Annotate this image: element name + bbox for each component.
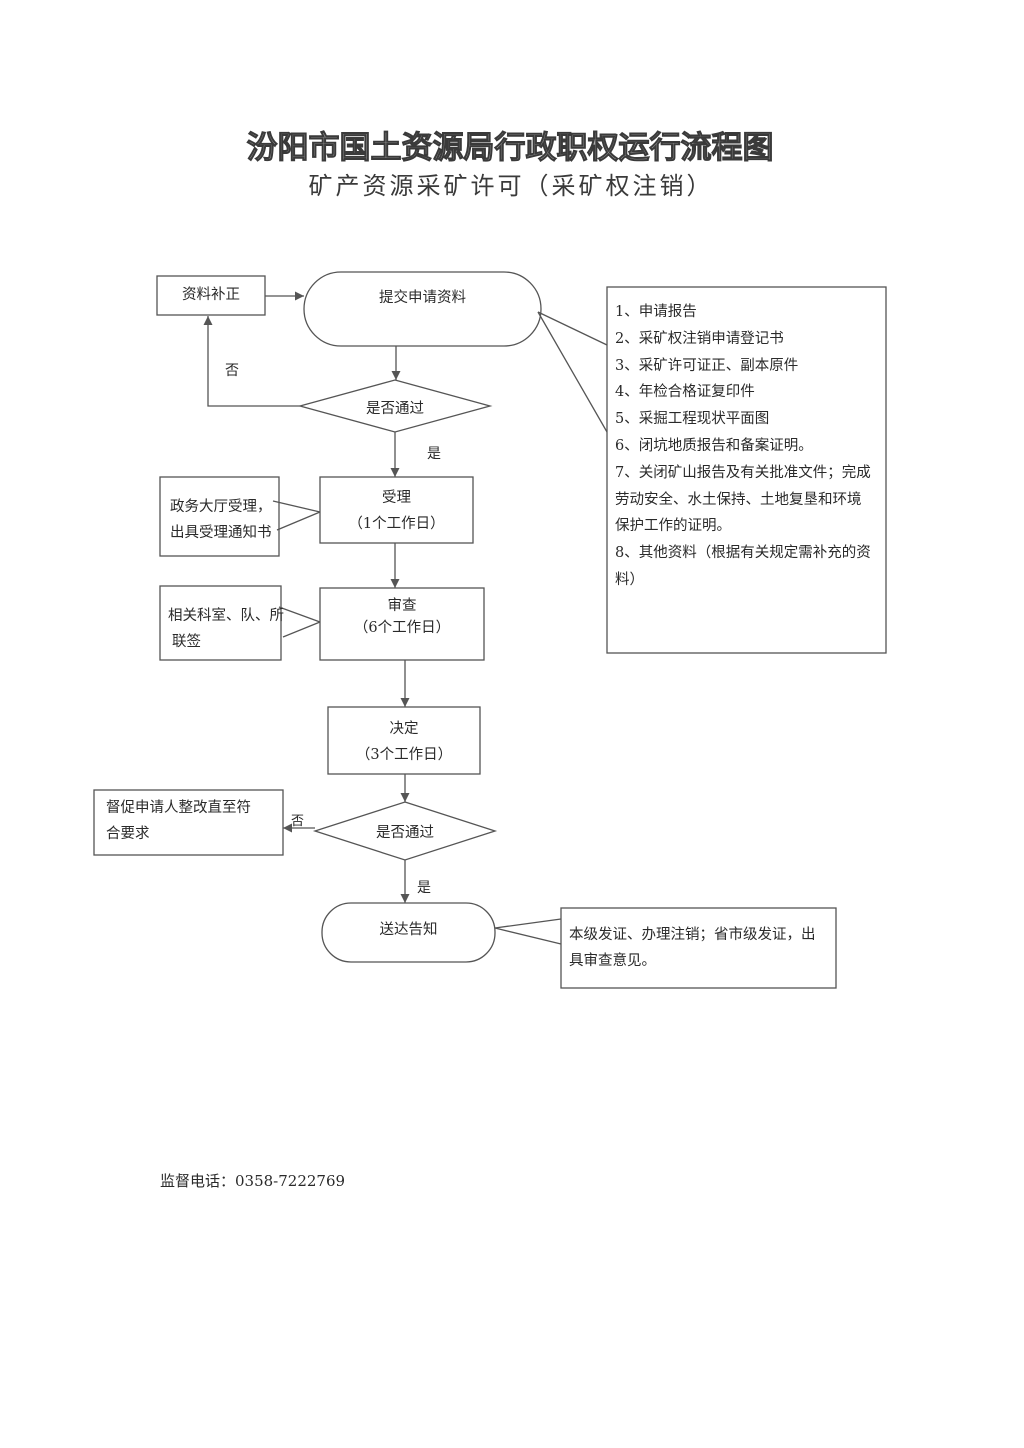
checklist-item-6: 6、闭坑地质报告和备案证明。	[615, 437, 813, 454]
accept-note-box	[159, 476, 280, 557]
checklist-item-8-line-1: 8、其他资料（根据有关规定需补充的资	[615, 545, 871, 562]
review-note-box	[159, 585, 282, 661]
checklist-item-1: 1、申请报告	[615, 304, 697, 320]
submit-label: 提交申请资料	[379, 290, 466, 306]
review-box	[319, 587, 485, 661]
rectify-line-1: 督促申请人整改直至符	[106, 800, 251, 816]
accept-note-text: 政务大厅受理， 出具受理通知书	[170, 494, 274, 546]
page-subtitle: 矿产资源采矿许可（采矿权注销）	[308, 172, 714, 200]
decide-title: 决定	[389, 721, 419, 737]
review-duration: （6个工作日）	[353, 620, 451, 636]
accept-title: 受理	[382, 490, 411, 506]
rectify-box	[93, 789, 284, 856]
accept-duration: （1个工作日）	[348, 516, 445, 532]
callout-notify-note-lower	[494, 927, 562, 945]
checklist-item-7-line-2: 劳动安全、水土保持、土地复垦和环境	[615, 491, 862, 508]
decision1-label: 是否通过	[366, 401, 424, 417]
notify-note-line-2: 具审查意见。	[569, 953, 656, 969]
review-title: 审查	[387, 598, 417, 614]
notify-terminal	[321, 902, 496, 963]
accept-note-line-1: 政务大厅受理，	[170, 499, 272, 515]
checklist-item-7-line-3: 保护工作的证明。	[615, 518, 731, 535]
callout-notify-note-upper	[494, 918, 562, 929]
callout-accept-note-upper	[272, 500, 321, 513]
notify-label: 送达告知	[379, 922, 438, 938]
page-title: 汾阳市国土资源局行政职权运行流程图	[246, 130, 774, 167]
arrow-decision1-no-to-supplement	[203, 316, 300, 407]
callout-review-note-upper	[278, 606, 321, 623]
checklist-item-8-line-2: 料）	[615, 571, 644, 588]
accept-note-line-2: 出具受理通知书	[170, 525, 272, 541]
checklist-box	[606, 286, 887, 654]
rectify-text: 督促申请人整改直至符 合要求	[106, 795, 278, 847]
decide-text: 决定 （3个工作日）	[328, 716, 480, 768]
decision2-no-label: 否	[291, 814, 305, 829]
callout-submit-checklist-upper	[537, 311, 608, 346]
checklist-item-2: 2、采矿权注销申请登记书	[615, 330, 784, 347]
rectify-line-2: 合要求	[106, 826, 150, 842]
decision1-no-label: 否	[225, 363, 239, 379]
notify-note-text: 本级发证、办理注销；省市级发证，出 具审查意见。	[569, 922, 833, 974]
notify-note-line-1: 本级发证、办理注销；省市级发证，出	[569, 927, 816, 943]
checklist-item-3: 3、采矿许可证正、副本原件	[615, 357, 799, 374]
supervision-phone: 监督电话：0358-7222769	[160, 1172, 346, 1190]
decision2-label: 是否通过	[376, 825, 434, 841]
decide-box	[327, 706, 481, 775]
accept-text: 受理 （1个工作日）	[320, 485, 473, 537]
checklist-item-7-line-1: 7、关闭矿山报告及有关批准文件；完成	[615, 464, 871, 481]
review-note-text: 相关科室、队、所 联签	[168, 603, 284, 655]
callout-accept-note-lower	[276, 511, 321, 531]
notify-note-box	[560, 907, 837, 989]
accept-box	[319, 476, 474, 544]
decision2-yes-label: 是	[417, 880, 431, 896]
callout-review-note-lower	[282, 621, 321, 638]
decide-duration: （3个工作日）	[355, 747, 453, 763]
checklist: 1、申请报告 2、采矿权注销申请登记书 3、采矿许可证正、副本原件 4、年检合格…	[615, 299, 881, 594]
review-note-line-1: 相关科室、队、所	[168, 608, 284, 624]
review-text: 审查 （6个工作日）	[320, 595, 484, 639]
callout-submit-checklist-lower	[537, 311, 608, 433]
submit-terminal	[303, 271, 542, 347]
supplement-label: 资料补正	[182, 287, 240, 303]
checklist-item-4: 4、年检合格证复印件	[615, 384, 755, 401]
decision1-yes-label: 是	[427, 446, 441, 462]
checklist-item-5: 5、采掘工程现状平面图	[615, 411, 770, 428]
review-note-line-2: 联签	[172, 634, 201, 650]
